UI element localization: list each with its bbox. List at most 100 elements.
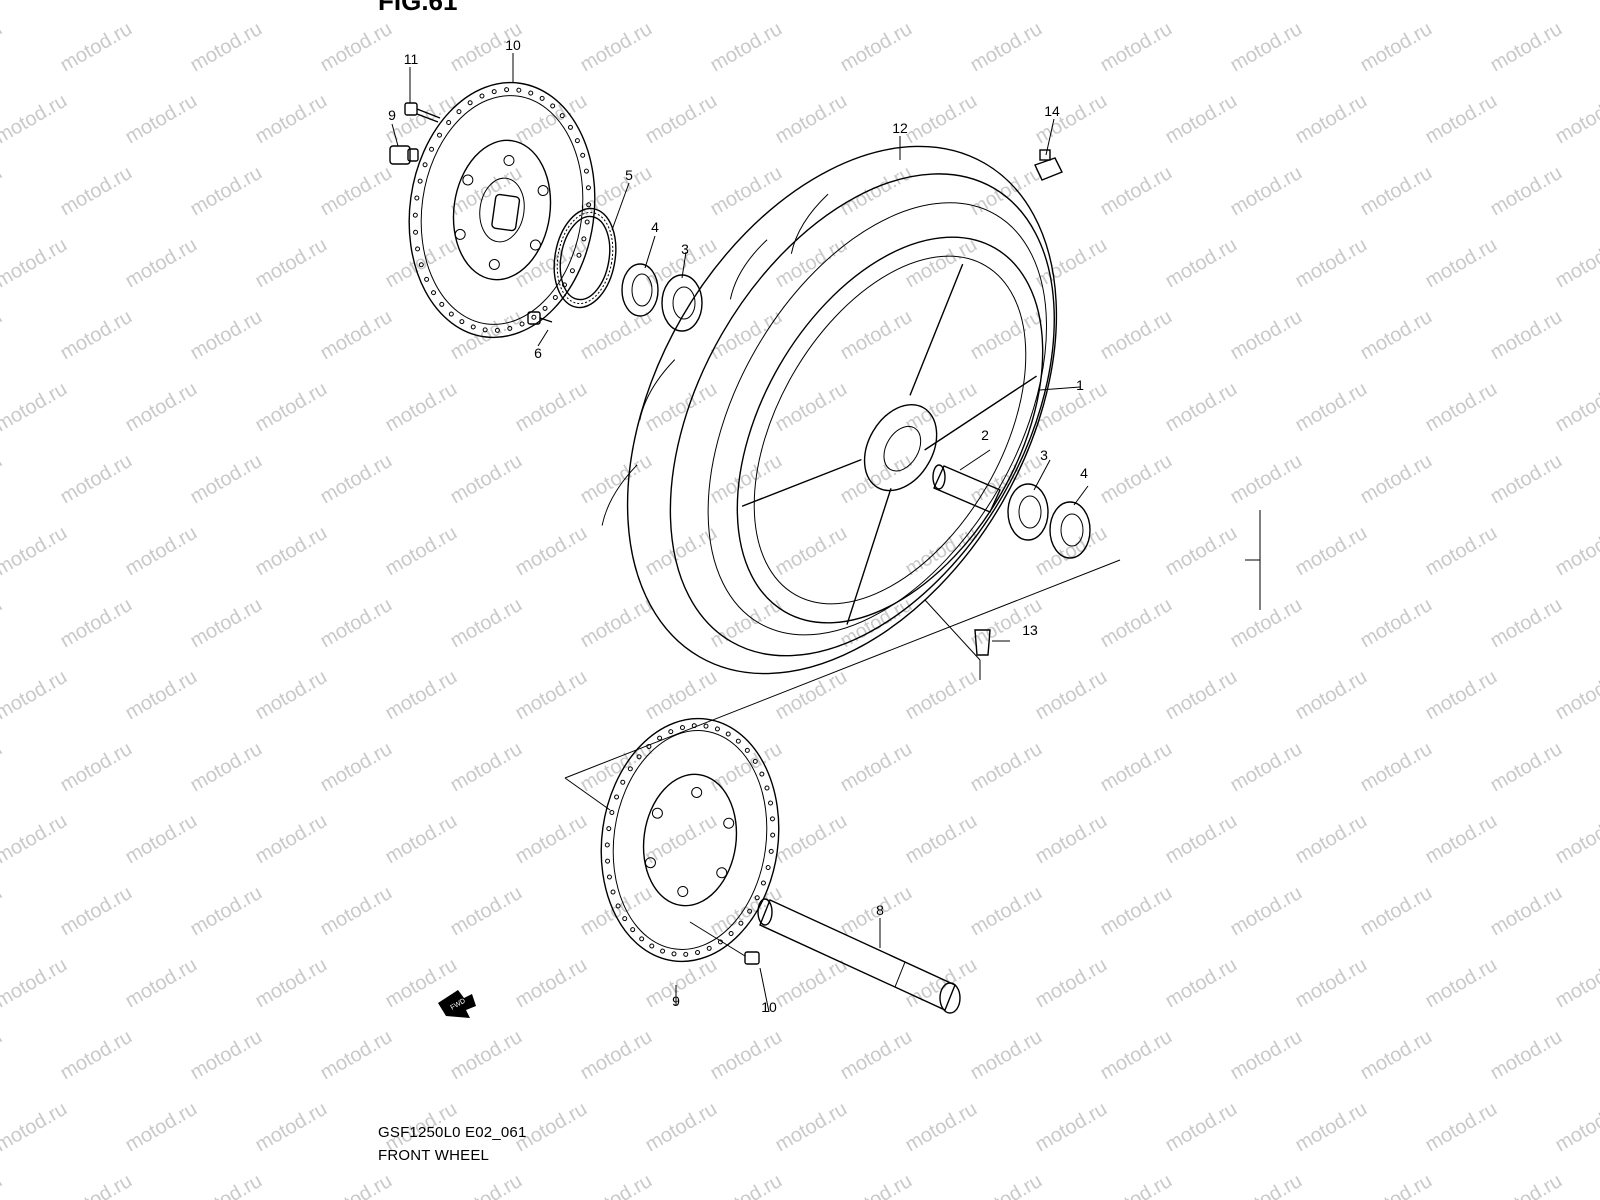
watermark-text: motod.ru: [1357, 882, 1436, 941]
watermark-text: motod.ru: [577, 306, 656, 365]
callout-label: 13: [1022, 622, 1038, 638]
disc-hole: [744, 747, 750, 753]
watermark-text: motod.ru: [967, 18, 1046, 77]
watermark-text: motod.ru: [252, 522, 331, 581]
disc-hole: [479, 93, 485, 99]
disc-hole: [660, 948, 666, 954]
watermark-text: motod.ru: [512, 522, 591, 581]
watermark-text: motod.ru: [642, 0, 721, 4]
balance-weight-icon: [1034, 149, 1063, 181]
watermark-text: motod.ru: [1552, 234, 1600, 293]
screw-icon: [527, 311, 553, 325]
watermark-text: motod.ru: [252, 0, 331, 4]
disc-hole: [569, 268, 575, 274]
watermark-text: motod.ru: [1292, 1098, 1371, 1157]
figure-title: FIG.61: [378, 0, 458, 16]
watermark-text: motod.ru: [1422, 1098, 1501, 1157]
callout-label: 1: [1076, 377, 1084, 393]
watermark-text: motod.ru: [1552, 522, 1600, 581]
disc-hole: [439, 301, 445, 307]
disc-hole: [768, 800, 774, 806]
watermark-text: motod.ru: [512, 954, 591, 1013]
watermark-text: motod.ru: [317, 594, 396, 653]
watermark-text: motod.ru: [447, 450, 526, 509]
disc-hole: [668, 729, 674, 735]
disc-hole: [567, 124, 573, 130]
disc-hole: [725, 731, 731, 737]
watermark-text: motod.ru: [772, 666, 851, 725]
watermark-text: motod.ru: [1227, 18, 1306, 77]
watermark-text: motod.ru: [122, 810, 201, 869]
watermark-text: motod.ru: [252, 90, 331, 149]
disc-hole: [459, 319, 465, 325]
watermark-text: motod.ru: [772, 234, 851, 293]
watermark-text: motod.ru: [57, 18, 136, 77]
watermark-text: motod.ru: [1487, 306, 1566, 365]
watermark-text: motod.ru: [1552, 0, 1600, 4]
fwd-arrow-icon: FWD: [438, 990, 476, 1018]
watermark-text: motod.ru: [317, 1026, 396, 1085]
watermark-text: motod.ru: [1032, 666, 1111, 725]
disc-hole: [580, 152, 586, 158]
bolt-icon: [404, 102, 441, 123]
watermark-text: motod.ru: [837, 1170, 916, 1200]
disc-hole: [754, 895, 760, 901]
disc-hole: [614, 794, 620, 800]
brake-disc-icon: [600, 717, 780, 963]
watermark-text: motod.ru: [0, 954, 71, 1013]
watermark-text: motod.ru: [0, 306, 6, 365]
watermark-text: motod.ru: [967, 162, 1046, 221]
disc-hole: [446, 120, 452, 126]
watermark-text: motod.ru: [187, 1170, 266, 1200]
disc-hole: [504, 87, 510, 93]
group-bracket: [564, 510, 1261, 811]
watermark-text: motod.ru: [57, 882, 136, 941]
nut-icon: [389, 145, 419, 165]
disc-hole: [494, 327, 500, 333]
disc-hole: [417, 178, 423, 184]
watermark-text: motod.ru: [187, 882, 266, 941]
leader-lines: [391, 53, 1089, 1013]
watermark-text: motod.ru: [0, 810, 71, 869]
disc-hole: [482, 327, 488, 333]
disc-hole: [507, 325, 513, 331]
disc-hole: [691, 723, 697, 729]
watermark-text: motod.ru: [1357, 306, 1436, 365]
watermark-text: motod.ru: [1162, 522, 1241, 581]
disc-hole: [550, 103, 556, 109]
watermark-text: motod.ru: [122, 1098, 201, 1157]
watermark-text: motod.ru: [1032, 1098, 1111, 1157]
watermark-text: motod.ru: [1487, 18, 1566, 77]
disc-hole: [695, 949, 701, 955]
disc-hole: [760, 880, 766, 886]
disc-hole: [622, 916, 628, 922]
watermark-text: motod.ru: [0, 594, 6, 653]
watermark-text: motod.ru: [317, 162, 396, 221]
watermark-text: motod.ru: [187, 594, 266, 653]
watermark-text: motod.ru: [1227, 882, 1306, 941]
watermark-text: motod.ru: [707, 162, 786, 221]
disc-hole: [609, 809, 615, 815]
watermark-text: motod.ru: [1227, 162, 1306, 221]
watermark-text: motod.ru: [577, 450, 656, 509]
watermark-text: motod.ru: [122, 666, 201, 725]
disc-hole: [581, 236, 587, 242]
watermark-text: motod.ru: [0, 234, 71, 293]
disc-hole: [703, 723, 709, 729]
watermark-text: motod.ru: [1032, 0, 1111, 4]
disc-hole: [630, 927, 636, 933]
callout-label: 2: [981, 427, 989, 443]
disc-hole: [431, 290, 437, 296]
watermark-text: motod.ru: [902, 666, 981, 725]
disc-hole: [576, 252, 582, 258]
disc-hole: [418, 262, 424, 268]
disc-hole: [583, 168, 589, 174]
watermark-text: motod.ru: [837, 1026, 916, 1085]
watermark-text: motod.ru: [0, 882, 6, 941]
watermark-text: motod.ru: [1552, 378, 1600, 437]
watermark-text: motod.ru: [1227, 1026, 1306, 1085]
watermark-text: motod.ru: [642, 954, 721, 1013]
watermark-text: motod.ru: [1162, 810, 1241, 869]
watermark-text: motod.ru: [512, 378, 591, 437]
